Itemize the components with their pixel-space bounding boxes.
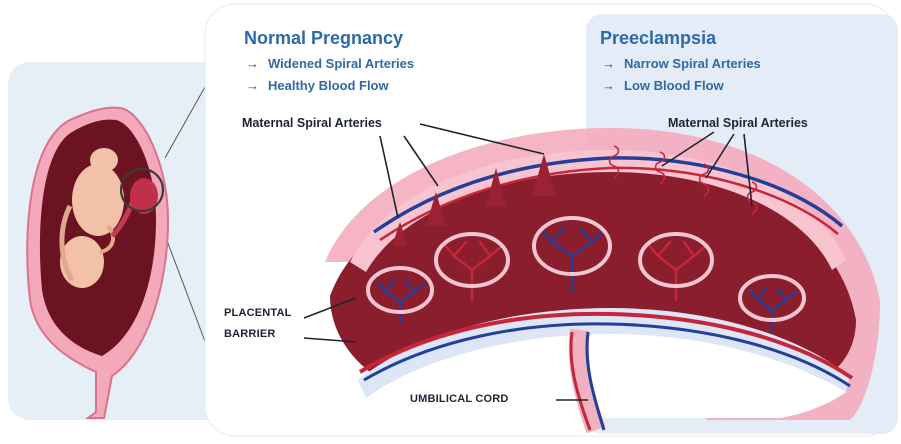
normal-bullet-2-text: Healthy Blood Flow	[268, 78, 389, 93]
arrow-icon: →	[602, 78, 624, 93]
maternal-spiral-arteries-label-right: Maternal Spiral Arteries	[668, 116, 808, 130]
preeclampsia-bullet-2-text: Low Blood Flow	[624, 78, 724, 93]
placental-barrier-label-line1: PLACENTAL	[224, 307, 292, 319]
normal-bullet-2: →Healthy Blood Flow	[246, 78, 389, 93]
maternal-spiral-arteries-label-left: Maternal Spiral Arteries	[242, 116, 382, 130]
preeclampsia-bullet-2: →Low Blood Flow	[602, 78, 724, 93]
placental-barrier-label-line2: BARRIER	[224, 328, 276, 340]
normal-pregnancy-title: Normal Pregnancy	[244, 28, 403, 49]
preeclampsia-title: Preeclampsia	[600, 28, 716, 49]
preeclampsia-bullet-1-text: Narrow Spiral Arteries	[624, 56, 761, 71]
arrow-icon: →	[602, 56, 624, 71]
umbilical-cord-label: UMBILICAL CORD	[410, 393, 509, 405]
normal-bullet-1: →Widened Spiral Arteries	[246, 56, 414, 71]
preeclampsia-bullet-1: →Narrow Spiral Arteries	[602, 56, 761, 71]
arrow-icon: →	[246, 56, 268, 71]
normal-bullet-1-text: Widened Spiral Arteries	[268, 56, 414, 71]
arrow-icon: →	[246, 78, 268, 93]
